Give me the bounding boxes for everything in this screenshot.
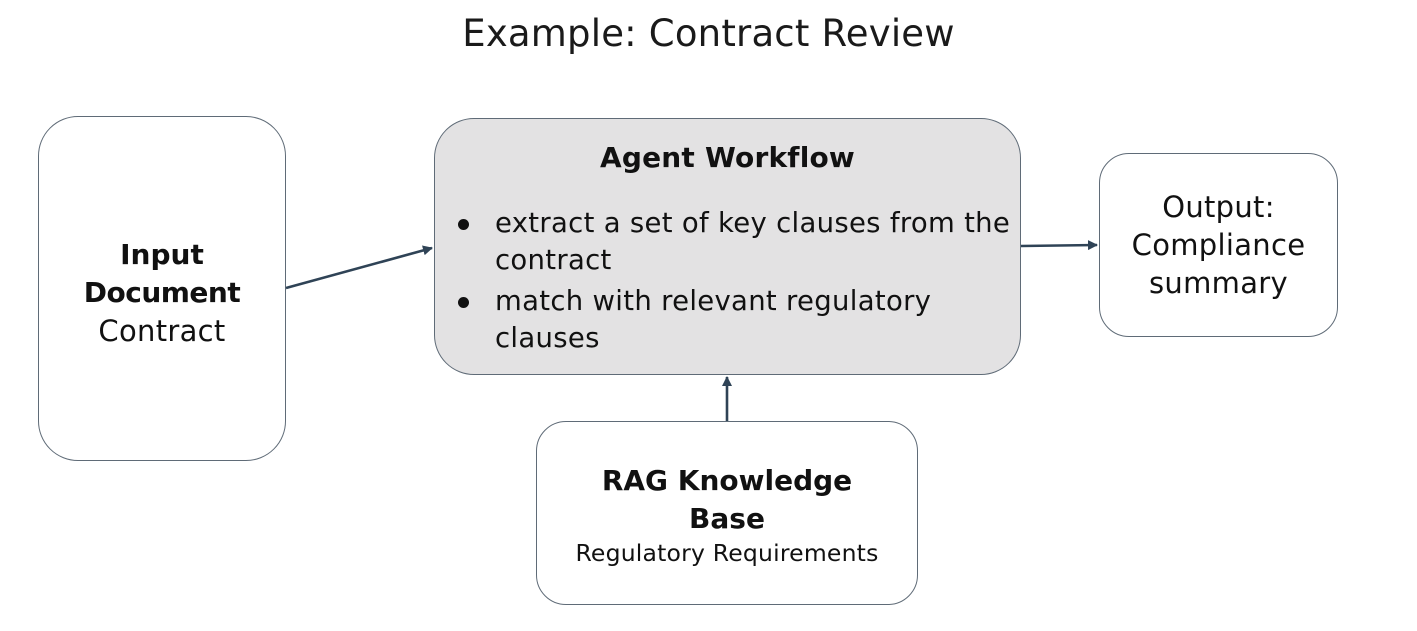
workflow-step: match with relevant regulatory clauses [455, 283, 1015, 357]
workflow-step-text: match with relevant regulatory clauses [495, 285, 932, 354]
output-box-line2: Compliance [1131, 228, 1306, 262]
input-box-label-line1: Input [120, 237, 204, 271]
input-box-subtitle: Contract [98, 313, 226, 348]
output-box-text: Output: Compliance summary [1132, 188, 1306, 302]
workflow-step: extract a set of key clauses from the co… [455, 205, 1015, 279]
output-box-line1: Output: [1162, 190, 1275, 224]
agent-workflow-steps: extract a set of key clauses from the co… [455, 205, 1015, 361]
input-document-box: Input Document Contract [38, 116, 286, 461]
workflow-step-text: extract a set of key clauses from the co… [495, 207, 1011, 276]
rag-box-label-line1: RAG Knowledge [601, 464, 853, 497]
rag-box-label-line2: Base [689, 502, 765, 535]
rag-knowledge-base-box: RAG Knowledge Base Regulatory Requiremen… [536, 421, 918, 605]
arrow-agent-to-output [1020, 240, 1098, 251]
output-box: Output: Compliance summary [1099, 153, 1338, 337]
arrow-input-to-agent [285, 245, 433, 290]
rag-box-subtitle: Regulatory Requirements [575, 539, 879, 567]
diagram-title: Example: Contract Review [462, 12, 955, 55]
input-box-label-line2: Document [83, 275, 241, 309]
bullet-icon [458, 219, 469, 230]
output-box-line3: summary [1149, 266, 1288, 300]
agent-workflow-box: Agent Workflow extract a set of key clau… [434, 118, 1021, 375]
agent-workflow-heading: Agent Workflow [599, 141, 855, 174]
bullet-icon [458, 297, 469, 308]
